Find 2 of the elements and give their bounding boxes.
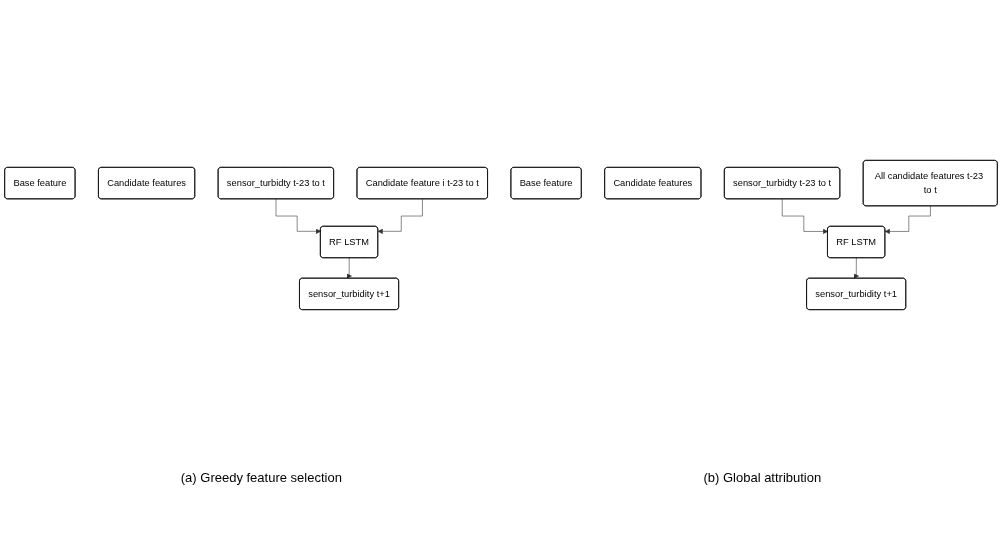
caption-text: (a) Greedy feature selection — [180, 470, 342, 485]
caption-text: (b) Global attribution — [703, 470, 822, 485]
